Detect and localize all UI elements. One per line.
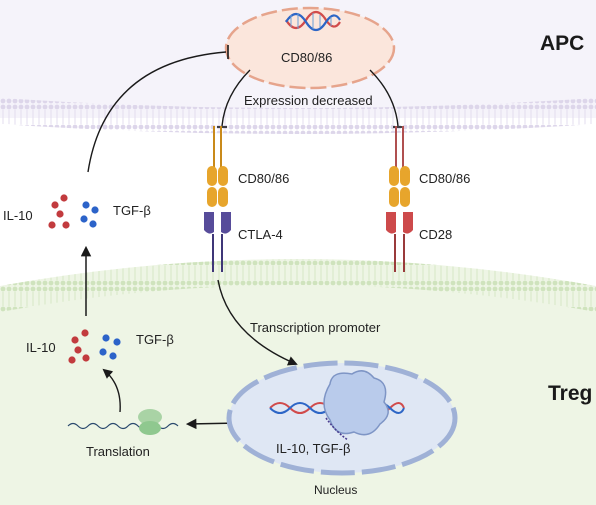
nucleus-genes-label: IL-10, TGF-β (276, 441, 351, 456)
dna-helix-icon (285, 10, 341, 32)
cd28-complex (386, 126, 413, 272)
rna-polymerase-icon (323, 370, 389, 436)
il10-dot (62, 221, 70, 229)
il10-dot (71, 336, 79, 344)
vesicle-gene-label: CD80/86 (281, 50, 333, 65)
tgfb-dot (113, 338, 121, 346)
cytokines-lower (68, 329, 121, 364)
treg-label: Treg (548, 382, 593, 405)
tgfb-dot (91, 206, 99, 214)
cd28-domain (403, 212, 413, 234)
expression-decreased-label: Expression decreased (244, 93, 373, 108)
ctla4-label: CTLA-4 (238, 227, 283, 242)
transcription-complex (269, 370, 405, 441)
tgfb-dot (80, 215, 88, 223)
transcription-arrow (217, 279, 298, 366)
treg-membrane (0, 259, 596, 312)
translation-label: Translation (86, 444, 150, 459)
il10-dot (81, 329, 89, 337)
cytokines-upper (48, 194, 99, 229)
ctla4-domain (204, 212, 214, 234)
inhibit-line-cd28 (369, 69, 399, 127)
tgfb-dot (99, 348, 107, 356)
inhibit-line-ctla4 (221, 69, 251, 127)
cd80-86-domain (218, 187, 228, 207)
ribosome-large-subunit (139, 421, 161, 435)
cd80-86-domain (207, 166, 217, 186)
cd80-86-domain (400, 166, 410, 186)
ctla4-complex (204, 126, 231, 272)
apc-membrane (0, 98, 596, 134)
cd28-ligand-label: CD80/86 (419, 171, 471, 186)
il10-upper-label: IL-10 (3, 208, 33, 223)
cd80-86-domain (389, 187, 399, 207)
cd80-86-domain (389, 166, 399, 186)
tgfb-dot (109, 352, 117, 360)
nascent-rna (325, 417, 349, 441)
cd80-86-domain (400, 187, 410, 207)
tgfb-lower-label: TGF-β (136, 332, 174, 347)
tgfb-upper-label: TGF-β (113, 203, 151, 218)
cd80-86-domain (218, 166, 228, 186)
cytokine-inhibit-arc (87, 51, 227, 173)
ctla4-ligand-label: CD80/86 (238, 171, 290, 186)
il10-dot (82, 354, 90, 362)
ribosome-small-subunit (138, 409, 162, 425)
il10-dot (74, 346, 82, 354)
il10-dot (56, 210, 64, 218)
cd28-domain (386, 212, 396, 234)
il10-dot (51, 201, 59, 209)
apc-vesicle (224, 6, 396, 90)
tgfb-dot (102, 334, 110, 342)
nucleus-label: Nucleus (314, 483, 358, 497)
translation-arrow (102, 368, 121, 413)
il10-dot (68, 356, 76, 364)
il10-dot (60, 194, 68, 202)
transcription-promoter-label: Transcription promoter (250, 320, 381, 335)
il10-lower-label: IL-10 (26, 340, 56, 355)
ribosome-icon (67, 409, 179, 435)
intercellular-space (0, 118, 596, 258)
ctla4-domain (221, 212, 231, 234)
apc-label: APC (540, 32, 585, 55)
cd28-label: CD28 (419, 227, 453, 242)
il10-dot (48, 221, 56, 229)
cd80-86-domain (207, 187, 217, 207)
tgfb-dot (82, 201, 90, 209)
tgfb-dot (89, 220, 97, 228)
